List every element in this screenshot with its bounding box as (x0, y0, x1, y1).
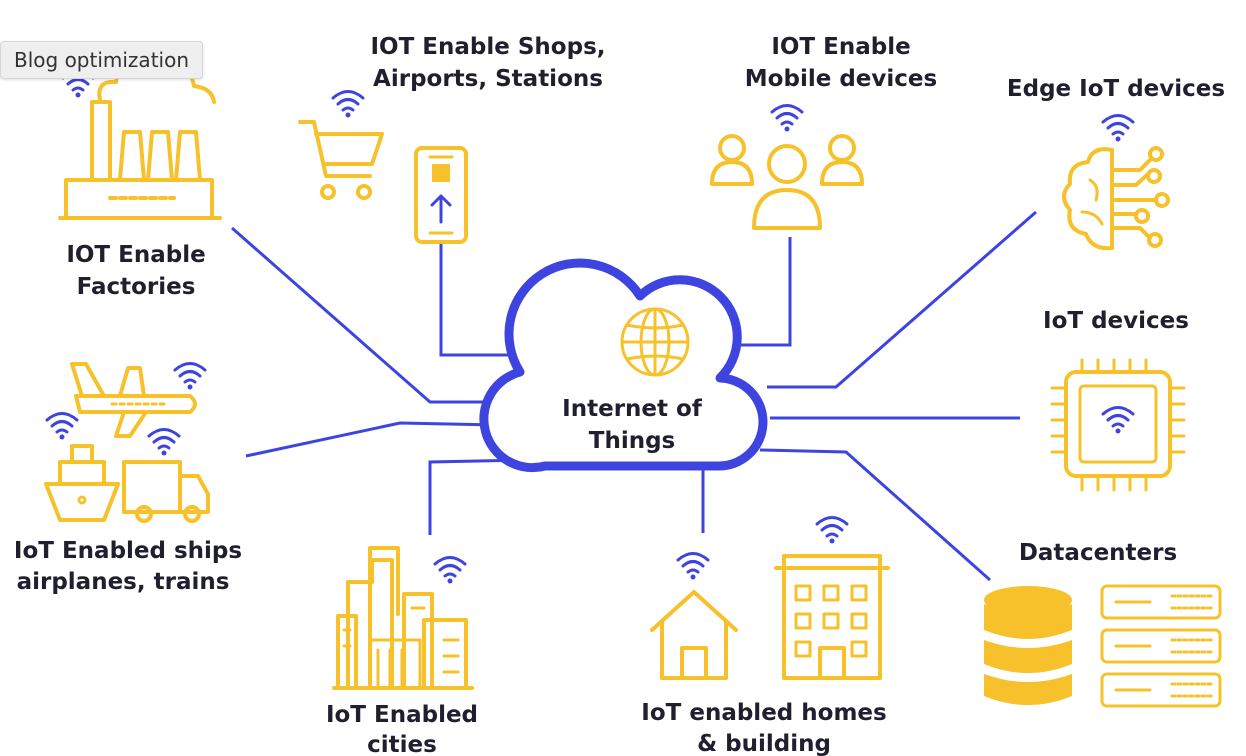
connector-transport (245, 421, 498, 458)
house-icon (650, 590, 738, 680)
brain-circuit-icon (1062, 146, 1170, 251)
label-shops-line1: IOT Enable Shops, (371, 34, 606, 60)
wifi-icon (676, 552, 710, 581)
connector-factories (231, 226, 497, 404)
connector-shops (439, 243, 525, 357)
factory-icon (58, 61, 222, 220)
node-edge: Edge IoT devices (1007, 76, 1225, 251)
label-factories-line2: Factories (77, 274, 196, 300)
chip-icon (1050, 358, 1186, 492)
node-iot-devices: IoT devices (1043, 308, 1189, 492)
wifi-icon (815, 516, 849, 545)
label-mobile-line2: Mobile devices (745, 66, 937, 92)
wifi-icon (770, 104, 804, 133)
connector-edge (767, 210, 1037, 389)
node-cities: IoT Enabled cities (326, 546, 478, 756)
label-mobile-line1: IOT Enable (771, 34, 910, 60)
center-title-line2: Things (589, 428, 675, 454)
connectors (231, 210, 1037, 582)
smartphone-icon (414, 146, 468, 244)
wifi-icon (433, 556, 467, 585)
people-icon (710, 134, 864, 230)
truck-icon (122, 460, 210, 523)
ship-icon (44, 444, 120, 522)
wifi-icon (1101, 114, 1135, 143)
internet-of-things-cloud: Internet of Things (479, 258, 768, 473)
wifi-icon (1101, 406, 1135, 435)
label-transport-line2: airplanes, trains (17, 569, 230, 595)
connector-mobile (722, 237, 792, 347)
wifi-icon (331, 90, 365, 119)
shopping-cart-icon (298, 120, 384, 200)
node-shops: IOT Enable Shops, Airports, Stations (298, 34, 606, 244)
airplane-icon (70, 362, 197, 438)
label-homes-line2: & building (697, 731, 831, 756)
city-skyline-icon (332, 546, 474, 690)
label-iot-devices: IoT devices (1043, 308, 1189, 334)
office-building-icon (774, 554, 890, 680)
node-homes: IoT enabled homes & building (641, 516, 890, 756)
globe-icon (620, 307, 690, 377)
label-cities-line2: cities (367, 732, 437, 756)
node-factories: IOT Enable Factories (58, 61, 222, 300)
node-transport: IoT Enabled ships airplanes, trains (14, 362, 242, 595)
center-title-line1: Internet of (562, 396, 703, 422)
label-transport-line1: IoT Enabled ships (14, 538, 242, 564)
database-icon (984, 586, 1072, 705)
label-factories-line1: IOT Enable (66, 242, 205, 268)
node-datacenters: Datacenters (984, 540, 1222, 708)
label-datacenters: Datacenters (1019, 540, 1177, 566)
label-edge: Edge IoT devices (1007, 76, 1225, 102)
server-rack-icon (1100, 584, 1222, 708)
connector-cities (428, 458, 531, 535)
wifi-icon (45, 412, 79, 441)
tooltip: Blog optimization (0, 41, 203, 79)
label-homes-line1: IoT enabled homes (641, 700, 886, 726)
label-shops-line2: Airports, Stations (373, 66, 603, 92)
wifi-icon (173, 362, 207, 391)
wifi-icon (147, 428, 181, 457)
connector-datacenters (759, 448, 991, 582)
label-cities-line1: IoT Enabled (326, 702, 478, 728)
node-mobile: IOT Enable Mobile devices (710, 34, 937, 230)
